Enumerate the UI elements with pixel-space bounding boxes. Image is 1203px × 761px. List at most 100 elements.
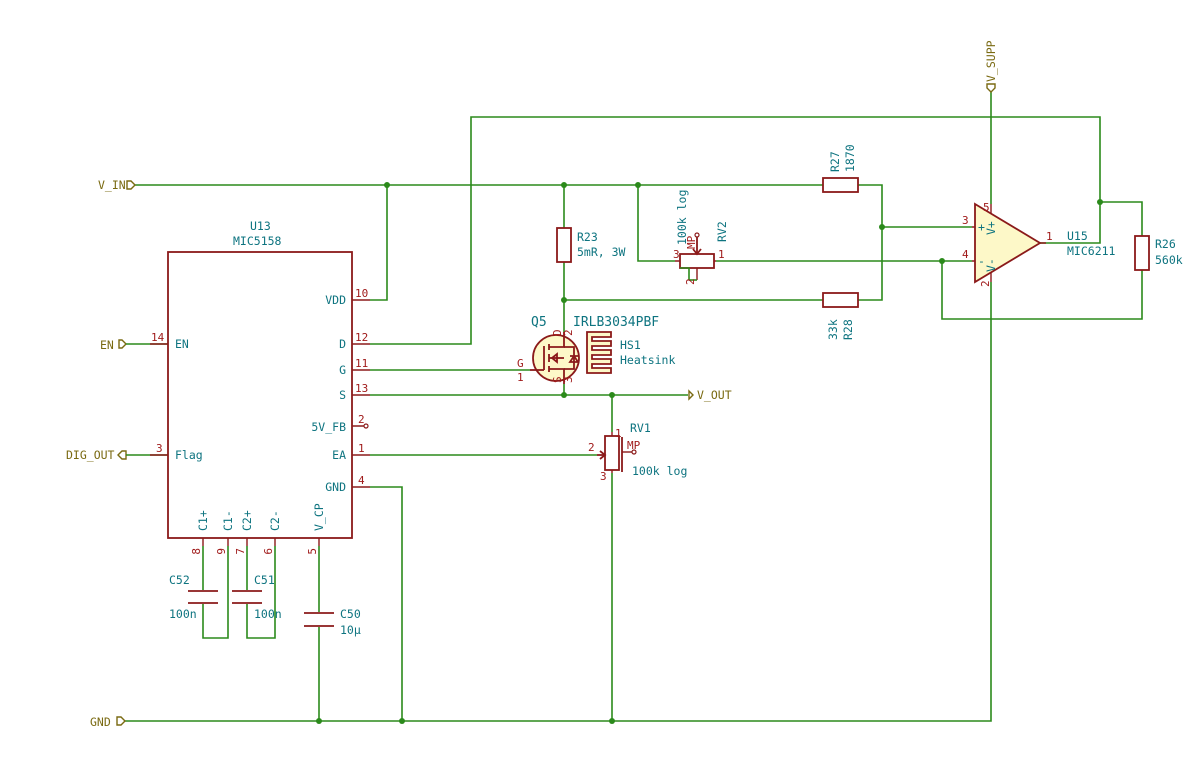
svg-text:R23: R23 xyxy=(577,230,598,244)
junction xyxy=(1097,199,1103,205)
svg-text:10µ: 10µ xyxy=(340,623,361,637)
svg-text:4: 4 xyxy=(358,474,365,487)
svg-text:EA: EA xyxy=(332,448,346,462)
svg-text:GND: GND xyxy=(325,480,346,494)
net-label-v-in[interactable]: V_IN xyxy=(98,178,136,192)
svg-text:S: S xyxy=(339,388,346,402)
junction xyxy=(384,182,390,188)
svg-text:HS1: HS1 xyxy=(620,338,641,352)
junction xyxy=(609,718,615,724)
svg-text:1: 1 xyxy=(615,427,622,440)
potentiometer-rv2[interactable]: MP 3 1 2 100k log RV2 xyxy=(673,190,729,285)
svg-text:2: 2 xyxy=(562,329,575,336)
potentiometer-rv1[interactable]: 1 2 3 MP RV1 100k log xyxy=(588,421,687,483)
svg-text:3: 3 xyxy=(600,470,607,483)
svg-text:7: 7 xyxy=(234,548,247,555)
svg-text:3: 3 xyxy=(962,214,969,227)
svg-text:R27: R27 xyxy=(828,151,842,172)
junction xyxy=(939,258,945,264)
svg-text:2: 2 xyxy=(979,280,992,287)
svg-text:S: S xyxy=(551,376,564,383)
wires xyxy=(125,92,1143,722)
svg-text:8: 8 xyxy=(190,548,203,555)
svg-text:100n: 100n xyxy=(254,607,282,621)
svg-text:C1-: C1- xyxy=(221,510,235,531)
svg-text:VDD: VDD xyxy=(325,293,346,307)
ic-u13[interactable]: U13 MIC5158 10 12 11 13 2 1 4 VDD D G S … xyxy=(150,219,370,555)
svg-text:5: 5 xyxy=(983,201,990,214)
net-label-gnd[interactable]: GND xyxy=(90,715,126,729)
svg-text:4: 4 xyxy=(962,248,969,261)
svg-text:V-: V- xyxy=(984,258,998,272)
svg-text:RV2: RV2 xyxy=(715,221,729,242)
net-label-v-supp[interactable]: V_SUPP xyxy=(984,40,998,93)
net-label-en[interactable]: EN xyxy=(100,338,127,352)
svg-text:1870: 1870 xyxy=(843,144,857,172)
opamp-u15[interactable]: + - V+ V- 3 4 1 5 2 U15 MIC6211 xyxy=(962,201,1116,287)
svg-text:R28: R28 xyxy=(841,319,855,340)
svg-text:13: 13 xyxy=(355,382,368,395)
svg-text:D: D xyxy=(339,337,346,351)
svg-text:V+: V+ xyxy=(984,221,998,235)
svg-text:V_SUPP: V_SUPP xyxy=(984,40,998,82)
svg-text:10: 10 xyxy=(355,287,368,300)
svg-text:V_IN: V_IN xyxy=(98,178,126,192)
svg-text:+: + xyxy=(978,220,985,234)
svg-text:3: 3 xyxy=(673,248,680,261)
svg-text:C2+: C2+ xyxy=(240,510,254,531)
heatsink-hs1[interactable]: HS1 Heatsink xyxy=(586,331,675,374)
svg-text:Flag: Flag xyxy=(175,448,203,462)
junction xyxy=(399,718,405,724)
capacitor-c51[interactable]: C51 100n xyxy=(232,573,282,621)
svg-text:R26: R26 xyxy=(1155,237,1176,251)
svg-text:1: 1 xyxy=(1046,230,1053,243)
svg-text:5: 5 xyxy=(306,548,319,555)
svg-text:5V_FB: 5V_FB xyxy=(311,420,346,434)
svg-text:14: 14 xyxy=(151,331,165,344)
svg-text:GND: GND xyxy=(90,715,111,729)
junction xyxy=(561,392,567,398)
svg-text:3: 3 xyxy=(562,376,575,383)
svg-text:2: 2 xyxy=(358,413,365,426)
resistor-r23[interactable]: R23 5mR, 3W xyxy=(556,227,626,263)
resistor-r28[interactable]: 33k R28 xyxy=(822,292,859,340)
capacitor-c52[interactable]: C52 100n xyxy=(169,573,218,621)
svg-text:2: 2 xyxy=(588,441,595,454)
net-label-dig-out[interactable]: DIG_OUT xyxy=(66,448,127,462)
svg-text:33k: 33k xyxy=(826,319,840,340)
svg-text:6: 6 xyxy=(262,548,275,555)
svg-text:Q5: Q5 xyxy=(531,315,547,330)
svg-text:C1+: C1+ xyxy=(196,510,210,531)
resistor-r26[interactable]: R26 560k xyxy=(1134,235,1183,271)
capacitor-c50[interactable]: C50 10µ xyxy=(304,607,361,637)
svg-text:EN: EN xyxy=(175,337,189,351)
svg-text:3: 3 xyxy=(156,442,163,455)
svg-text:-: - xyxy=(978,254,985,268)
svg-text:DIG_OUT: DIG_OUT xyxy=(66,448,115,462)
svg-text:C51: C51 xyxy=(254,573,275,587)
svg-text:V_CP: V_CP xyxy=(312,503,326,531)
junctions xyxy=(316,182,1103,724)
mosfet-q5[interactable]: Q5 IRLB3034PBF G 1 D 2 S 3 xyxy=(517,315,659,384)
junction xyxy=(635,182,641,188)
svg-text:100k log: 100k log xyxy=(632,464,687,478)
svg-text:11: 11 xyxy=(355,357,368,370)
svg-text:C50: C50 xyxy=(340,607,361,621)
svg-text:U15: U15 xyxy=(1067,229,1088,243)
svg-text:MIC6211: MIC6211 xyxy=(1067,244,1116,258)
resistor-r27[interactable]: R27 1870 xyxy=(822,144,859,193)
svg-text:V_OUT: V_OUT xyxy=(697,388,732,402)
svg-text:1: 1 xyxy=(718,248,725,261)
svg-text:1: 1 xyxy=(358,442,365,455)
svg-text:RV1: RV1 xyxy=(630,421,651,435)
net-label-v-out[interactable]: V_OUT xyxy=(688,388,732,402)
junction xyxy=(561,182,567,188)
junction xyxy=(561,297,567,303)
svg-text:G: G xyxy=(339,363,346,377)
svg-text:560k: 560k xyxy=(1155,253,1183,267)
junction xyxy=(316,718,322,724)
svg-text:9: 9 xyxy=(215,548,228,555)
svg-text:D: D xyxy=(551,329,564,336)
svg-text:12: 12 xyxy=(355,331,368,344)
